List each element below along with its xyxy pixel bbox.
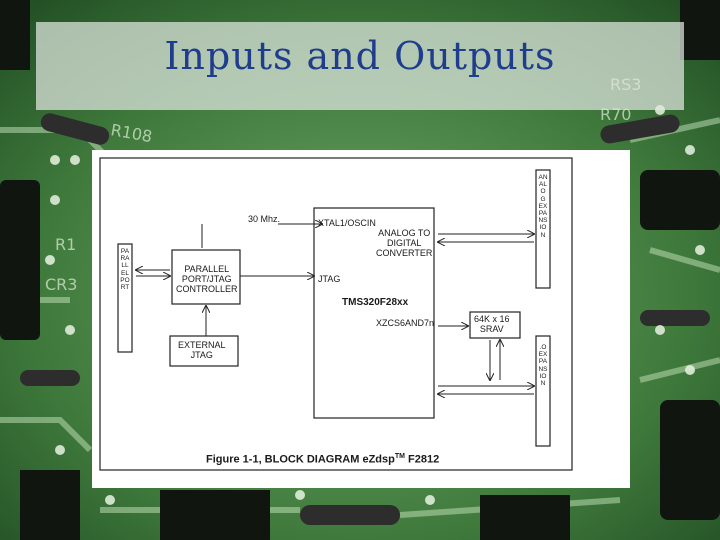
caption-main: Figure 1-1, BLOCK DIAGRAM eZdsp	[206, 453, 395, 466]
caption-tm: TM	[394, 453, 405, 460]
part-number-label: XZCS6AND7n	[376, 318, 435, 328]
external-jtag-label: EXTERNAL JTAG	[178, 340, 226, 360]
dsp-label: TMS320F28xx	[342, 297, 409, 308]
io-expansion-vertical-label: .O EXPANSION	[538, 344, 548, 388]
jtag-label: JTAG	[318, 274, 341, 284]
caption-end: F2812	[404, 453, 440, 466]
slide-title: Inputs and Outputs	[164, 34, 556, 78]
parallel-port-vertical-label: PARALLEL PORT	[120, 248, 130, 292]
block-diagram-figure: 30 Mhz. XTAL1/OSCIN ANALOG TO DIGITAL CO…	[92, 150, 630, 488]
xtal-label: XTAL1/OSCIN	[318, 218, 376, 228]
parallel-port-connector	[117, 243, 133, 353]
adc-label: ANALOG TO DIGITAL CONVERTER	[376, 228, 433, 258]
parallel-controller-block	[171, 249, 241, 305]
io-expansion-connector	[535, 335, 551, 447]
sram-block	[469, 311, 521, 339]
analog-expansion-vertical-label: ANALOG EXPANSION	[538, 174, 548, 239]
clock-frequency-label: 30 Mhz.	[248, 214, 281, 224]
board-outline	[99, 157, 573, 471]
dsp-block	[313, 207, 435, 419]
svg-text:R1: R1	[55, 235, 76, 254]
sram-label: 64K x 16 SRAV	[474, 314, 510, 334]
title-panel: Inputs and Outputs	[36, 22, 684, 110]
parallel-controller-label: PARALLEL PORT/JTAG CONTROLLER	[176, 264, 238, 294]
figure-caption: Figure 1-1, BLOCK DIAGRAM eZdspTM F2812	[206, 452, 439, 465]
diagram-lines	[99, 157, 573, 471]
analog-expansion-connector	[535, 169, 551, 289]
external-jtag-block	[169, 335, 239, 367]
svg-text:CR3: CR3	[45, 275, 77, 294]
